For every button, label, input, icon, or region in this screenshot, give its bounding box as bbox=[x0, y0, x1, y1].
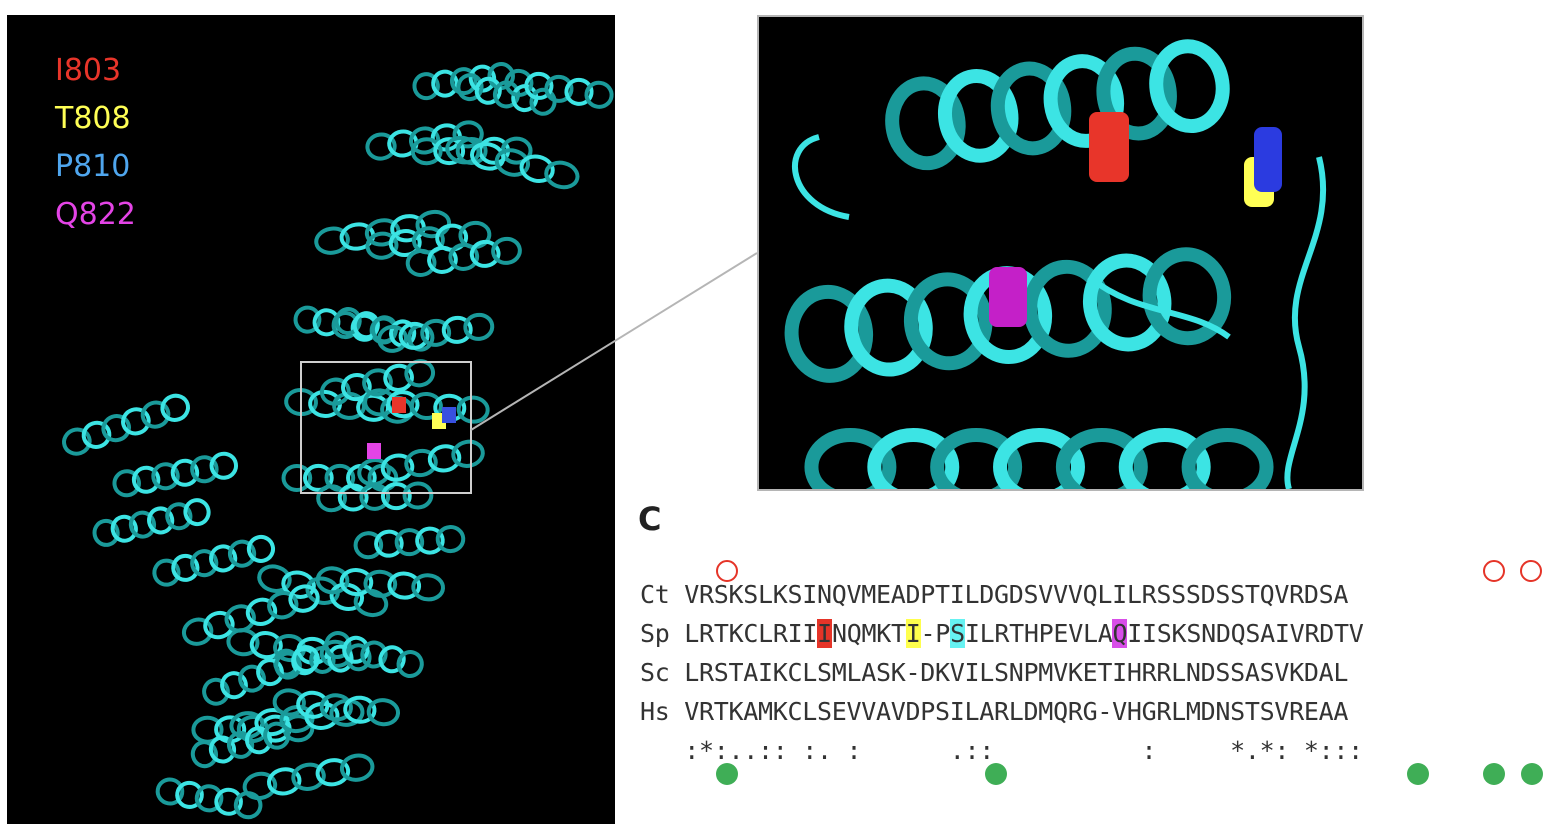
alignment-row-sp: Sp LRTKCLRIIINQMKTI-PSILRTHPEVLAQIISKSND… bbox=[640, 619, 1364, 648]
species-label: Sc bbox=[640, 658, 670, 687]
helix-ribbon bbox=[152, 534, 276, 587]
highlighted-residue-sidechain bbox=[1089, 112, 1129, 182]
helix-ribbon bbox=[324, 631, 424, 679]
species-label: Sp bbox=[640, 619, 670, 648]
alignment-row-ct: Ct VRSKSLKSINQVMEADPTILDGDSVVVQLILRSSSDS… bbox=[640, 580, 1348, 609]
consensus-text: :*:..:: :. : .:: : *.*: *::: bbox=[684, 736, 1363, 765]
helix-ribbon bbox=[242, 753, 375, 801]
helix-ribbon bbox=[885, 39, 1230, 171]
zoomed-ribbon-structure bbox=[784, 39, 1327, 489]
helix-ribbon bbox=[293, 305, 398, 345]
species-label: Ct bbox=[640, 580, 670, 609]
sequence-text: VRTKAMKCLSEVVAVDPSILARLDMQRG-VHGRLMDNSTS… bbox=[684, 697, 1349, 726]
alignment-row-hs: Hs VRTKAMKCLSEVVAVDPSILARLDMQRG-VHGRLMDN… bbox=[640, 697, 1348, 726]
legend-label-q822: Q822 bbox=[55, 197, 136, 232]
highlighted-residue: I bbox=[817, 619, 832, 648]
helix-ribbon bbox=[504, 68, 614, 109]
helix-ribbon bbox=[190, 721, 291, 769]
sequence-text: LRTKCLRIIINQMKTI-PSILRTHPEVLAQIISKSNDQSA… bbox=[684, 619, 1364, 648]
highlighted-residue-mark bbox=[367, 443, 381, 459]
helix-ribbon bbox=[405, 236, 522, 277]
zoomed-structure-panel bbox=[757, 15, 1364, 491]
legend-label-i803: I803 bbox=[55, 53, 122, 88]
alignment-row-sc: Sc LRSTAIKCLSMLASK-DKVILSNPMVKETIHRRLNDS… bbox=[640, 658, 1348, 687]
alignment-consensus: :*:..:: :. : .:: : *.*: *::: bbox=[640, 736, 1363, 765]
protein-ribbon-structure bbox=[62, 62, 614, 820]
helix-ribbon bbox=[92, 498, 211, 547]
highlighted-residue-mark bbox=[392, 397, 406, 413]
highlighted-residue-sidechain bbox=[989, 267, 1027, 327]
helix-ribbon bbox=[202, 645, 320, 706]
open-circle-marker bbox=[716, 560, 738, 582]
panel-label: C bbox=[638, 500, 662, 538]
open-circle-marker bbox=[1520, 560, 1542, 582]
highlighted-residue-sidechain bbox=[1254, 127, 1282, 192]
sequence-text: VRSKSLKSINQVMEADPTILDGDSVVVQLILRSSSDSSTQ… bbox=[684, 580, 1349, 609]
legend-label-t808: T808 bbox=[55, 101, 131, 136]
filled-circle-marker bbox=[1483, 763, 1505, 785]
protein-structure-panel: I803 T808 P810 Q822 bbox=[7, 15, 615, 824]
open-circle-marker bbox=[1483, 560, 1505, 582]
filled-circle-marker bbox=[716, 763, 738, 785]
loop-coil bbox=[792, 134, 1327, 489]
helix-ribbon bbox=[353, 525, 466, 560]
sequence-text: LRSTAIKCLSMLASK-DKVILSNPMVKETIHRRLNDSSAS… bbox=[684, 658, 1349, 687]
highlighted-residue: I bbox=[905, 619, 921, 648]
helix-ribbon bbox=[272, 688, 401, 727]
helix-ribbon bbox=[155, 777, 263, 820]
filled-circle-marker bbox=[1521, 763, 1543, 785]
legend-label-p810: P810 bbox=[55, 149, 131, 184]
helix-ribbon bbox=[314, 209, 452, 255]
highlighted-residue-mark bbox=[442, 407, 456, 423]
filled-circle-marker bbox=[1407, 763, 1429, 785]
species-label: Hs bbox=[640, 697, 670, 726]
helix-ribbon bbox=[181, 584, 320, 646]
helix-ribbon bbox=[315, 566, 446, 602]
helix-ribbon bbox=[62, 393, 191, 456]
highlighted-residue: Q bbox=[1112, 619, 1128, 648]
helix-ribbon bbox=[804, 428, 1274, 489]
filled-circle-marker bbox=[985, 763, 1007, 785]
helix-ribbon bbox=[112, 451, 239, 498]
highlighted-residue: S bbox=[950, 619, 965, 648]
helix-ribbon bbox=[784, 247, 1232, 383]
